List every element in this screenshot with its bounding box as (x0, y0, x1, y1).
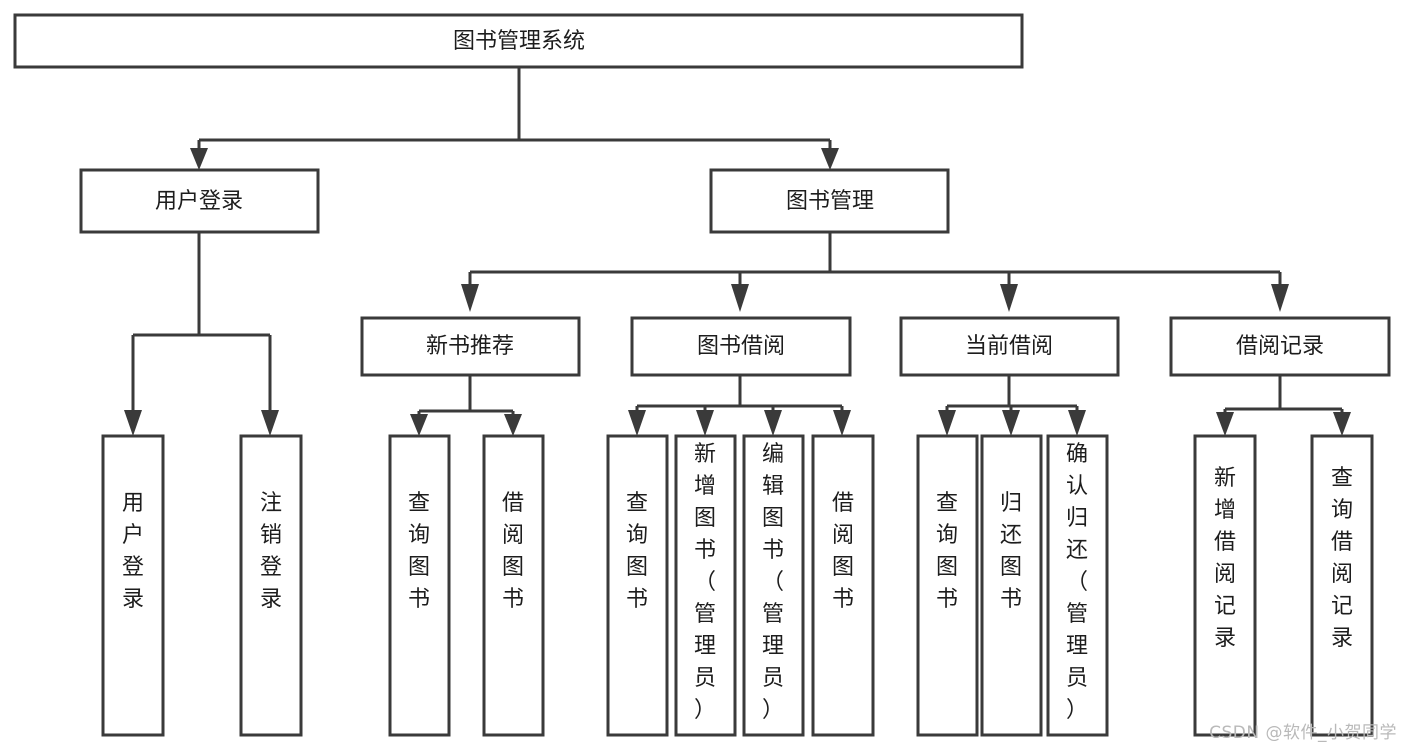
leaf-book-borrow-4-label: 借阅图书 (832, 491, 854, 612)
arrow-book-borrow-leaf-4 (833, 410, 851, 436)
arrow-to-new-book-recommend (461, 284, 479, 312)
leaf-new-book-1-box[interactable] (388, 434, 451, 737)
node-book-manage[interactable]: 图书管理 (709, 168, 950, 234)
arrow-user-login-leaf-1 (124, 410, 142, 436)
leaf-borrow-record-1-label: 新增借阅记录 (1214, 466, 1236, 651)
leaf-new-book-1-label: 查询图书 (408, 491, 430, 612)
leaf-user-login-1[interactable]: 用户登录 (101, 434, 165, 737)
arrow-root-to-user-login (190, 148, 208, 170)
arrow-current-borrow-leaf-3 (1068, 410, 1086, 436)
arrow-to-book-borrow (731, 284, 749, 312)
node-new-book-recommend-box[interactable] (360, 316, 581, 377)
leaf-current-borrow-2[interactable]: 归还图书 (980, 434, 1043, 737)
leaf-book-borrow-2-box[interactable] (674, 434, 737, 737)
leaf-book-borrow-1-label: 查询图书 (626, 491, 648, 612)
leaf-current-borrow-3-label: 确认归还（管理员） (1066, 442, 1088, 723)
leaf-current-borrow-2-box[interactable] (980, 434, 1043, 737)
node-book-manage-box[interactable] (709, 168, 950, 234)
leaf-user-login-1-label: 用户登录 (122, 491, 144, 612)
arrow-book-borrow-leaf-1 (628, 410, 646, 436)
csdn-watermark: CSDN @软件_小贺同学 (1209, 723, 1397, 743)
node-book-manage-label: 图书管理 (786, 189, 874, 214)
node-user-login[interactable]: 用户登录 (79, 168, 320, 234)
arrow-book-borrow-leaf-3 (764, 410, 782, 436)
leaf-book-borrow-1-box[interactable] (606, 434, 669, 737)
node-current-borrow-box[interactable] (899, 316, 1120, 377)
node-current-borrow[interactable]: 当前借阅 (899, 316, 1120, 377)
arrow-to-borrow-record (1271, 284, 1289, 312)
leaf-book-borrow-2[interactable]: 新增图书（管理员） (674, 434, 737, 737)
node-borrow-record[interactable]: 借阅记录 (1169, 316, 1391, 377)
node-current-borrow-label: 当前借阅 (965, 334, 1053, 359)
leaf-user-login-2-box[interactable] (239, 434, 303, 737)
node-root-label: 图书管理系统 (453, 29, 585, 54)
leaf-new-book-2-box[interactable] (482, 434, 545, 737)
leaf-user-login-2-label: 注销登录 (260, 491, 282, 612)
leaf-book-borrow-3-box[interactable] (742, 434, 805, 737)
node-borrow-record-label: 借阅记录 (1236, 334, 1324, 359)
leaf-user-login-1-box[interactable] (101, 434, 165, 737)
arrow-root-to-book-manage (821, 148, 839, 170)
leaf-user-login-2[interactable]: 注销登录 (239, 434, 303, 737)
arrow-new-book-leaf-2 (504, 414, 522, 436)
leaf-book-borrow-4-box[interactable] (811, 434, 875, 737)
leaf-book-borrow-3[interactable]: 编辑图书（管理员） (742, 434, 805, 737)
arrow-current-borrow-leaf-1 (938, 410, 956, 436)
leaf-borrow-record-2-box[interactable] (1310, 434, 1374, 737)
node-user-login-box[interactable] (79, 168, 320, 234)
node-root[interactable]: 图书管理系统 (13, 13, 1024, 69)
leaf-book-borrow-2-label: 新增图书（管理员） (694, 442, 716, 723)
node-book-borrow-label: 图书借阅 (697, 334, 785, 359)
leaf-book-borrow-1[interactable]: 查询图书 (606, 434, 669, 737)
node-root-box[interactable] (13, 13, 1024, 69)
leaf-current-borrow-1-box[interactable] (916, 434, 979, 737)
node-borrow-record-box[interactable] (1169, 316, 1391, 377)
leaf-current-borrow-1[interactable]: 查询图书 (916, 434, 979, 737)
leaf-current-borrow-3-box[interactable] (1046, 434, 1109, 737)
leaf-borrow-record-2[interactable]: 查询借阅记录 (1310, 434, 1374, 737)
arrow-borrow-record-leaf-2 (1333, 412, 1351, 436)
node-book-borrow[interactable]: 图书借阅 (630, 316, 852, 377)
arrow-new-book-leaf-1 (410, 414, 428, 436)
node-new-book-recommend[interactable]: 新书推荐 (360, 316, 581, 377)
leaf-book-borrow-4[interactable]: 借阅图书 (811, 434, 875, 737)
arrow-current-borrow-leaf-2 (1002, 410, 1020, 436)
leaf-new-book-1[interactable]: 查询图书 (388, 434, 451, 737)
node-book-borrow-box[interactable] (630, 316, 852, 377)
leaf-borrow-record-2-label: 查询借阅记录 (1331, 466, 1353, 651)
leaf-borrow-record-1-box[interactable] (1193, 434, 1257, 737)
leaf-current-borrow-2-label: 归还图书 (1000, 491, 1022, 612)
arrow-to-current-borrow (1000, 284, 1018, 312)
leaf-new-book-2-label: 借阅图书 (502, 491, 524, 612)
leaf-current-borrow-3[interactable]: 确认归还（管理员） (1046, 434, 1109, 737)
node-new-book-recommend-label: 新书推荐 (426, 334, 514, 359)
edges-layer (124, 67, 1351, 436)
leaf-borrow-record-1[interactable]: 新增借阅记录 (1193, 434, 1257, 737)
leaf-book-borrow-3-label: 编辑图书（管理员） (762, 442, 784, 723)
arrow-user-login-leaf-2 (261, 410, 279, 436)
leaf-new-book-2[interactable]: 借阅图书 (482, 434, 545, 737)
arrow-book-borrow-leaf-2 (696, 410, 714, 436)
arrow-borrow-record-leaf-1 (1216, 412, 1234, 436)
leaf-current-borrow-1-label: 查询图书 (936, 491, 958, 612)
node-user-login-label: 用户登录 (155, 189, 243, 214)
